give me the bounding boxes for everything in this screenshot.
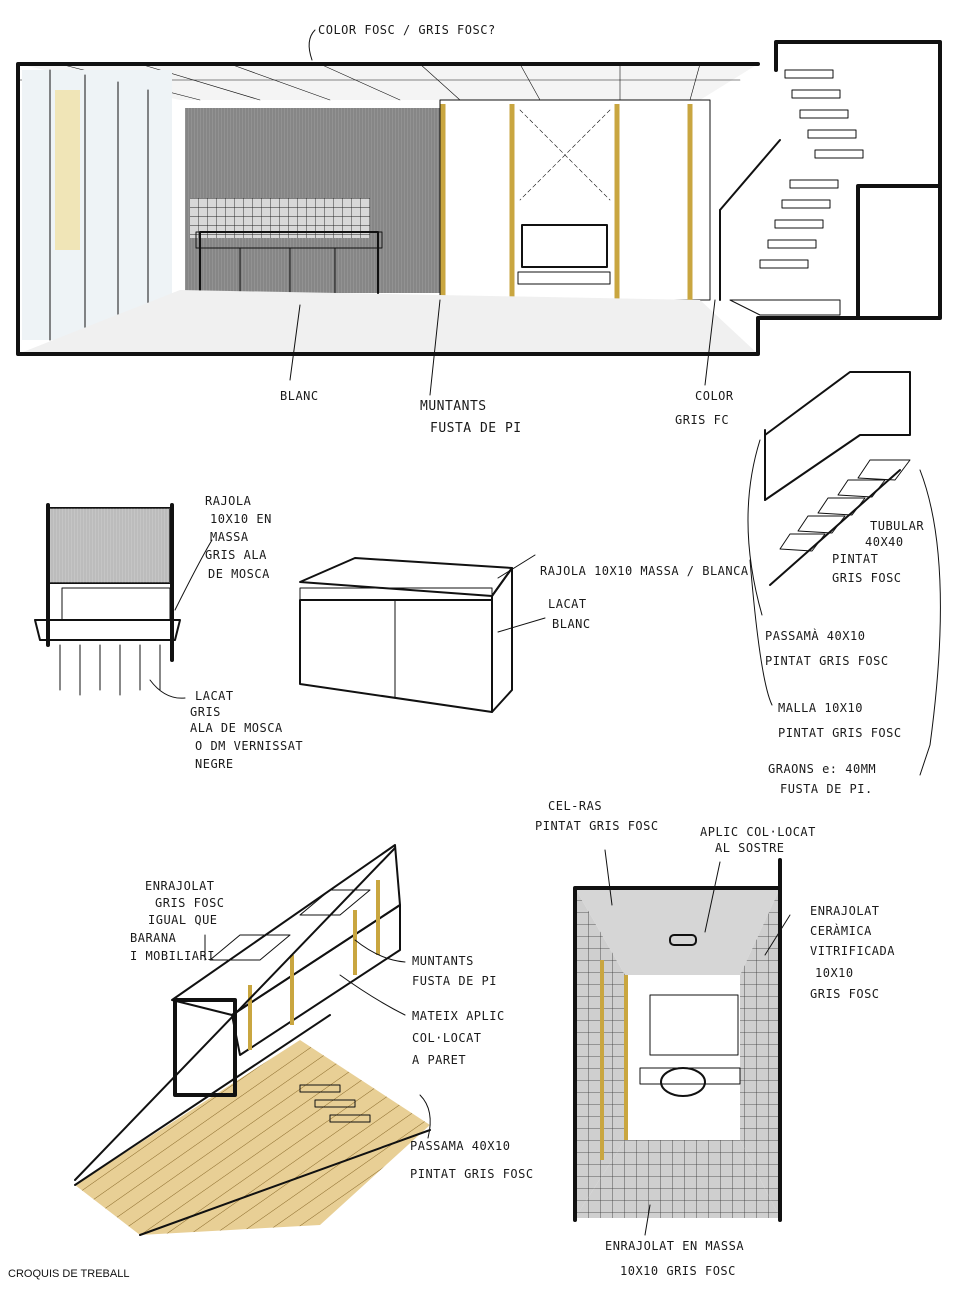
main-stair [719,42,942,316]
label-stair-graons-2: FUSTA DE PI. [780,782,873,796]
label-blanc: BLANC [280,389,319,403]
label-main-muntants-1: MUNTANTS [420,399,487,414]
label-stair-tubular-2: 40X40 [865,535,904,549]
label-kitchen-lacat-4: O DM VERNISSAT [195,739,303,753]
label-corr-enrajolat-2: GRIS FOSC [155,896,225,910]
label-bath-enrajolat-5: GRIS FOSC [810,987,880,1001]
label-ceiling-color: COLOR FOSC / GRIS FOSC? [318,23,496,37]
label-bath-floor-2: 10X10 GRIS FOSC [620,1264,736,1278]
label-corr-enrajolat-4: BARANA [130,931,177,945]
label-kitchen-lacat-2: GRIS [190,705,221,719]
stair-detail-sketch [764,371,911,586]
main-interior-sketch [16,40,942,356]
label-corr-passama-2: PINTAT GRIS FOSC [410,1167,534,1181]
label-bath-enrajolat-4: 10X10 [815,966,854,980]
corridor-sketch [74,844,431,1236]
label-corr-passama-1: PASSAMA 40X10 [410,1139,510,1153]
label-bath-floor-1: ENRAJOLAT EN MASSA [605,1239,744,1253]
label-kitchen-rajola-3: MASSA [210,530,249,544]
label-kitchen-rajola-2: 10X10 EN [210,512,272,526]
label-main-color-1: COLOR [695,389,734,403]
label-corr-enrajolat-1: ENRAJOLAT [145,879,215,893]
label-stair-graons-1: GRAONS e: 40MM [768,762,876,776]
label-corr-muntants-2: FUSTA DE PI [412,974,497,988]
label-bath-enrajolat-1: ENRAJOLAT [810,904,880,918]
label-bath-aplic-1: APLIC COL·LOCAT [700,825,816,839]
label-stair-malla-1: MALLA 10X10 [778,701,863,715]
label-kitchen-rajola-1: RAJOLA [205,494,252,508]
label-bath-aplic-2: AL SOSTRE [715,841,785,855]
label-island-lacat-2: BLANC [552,617,591,631]
label-stair-tubular-1: TUBULAR [870,519,924,533]
label-bath-enrajolat-3: VITRIFICADA [810,944,895,958]
label-kitchen-rajola-4: GRIS ALA [205,548,267,562]
label-kitchen-rajola-5: DE MOSCA [208,567,270,581]
label-stair-malla-2: PINTAT GRIS FOSC [778,726,902,740]
label-stair-tubular-3: PINTAT [832,552,878,566]
label-corr-mateix-3: A PARET [412,1053,466,1067]
label-corr-muntants-1: MUNTANTS [412,954,474,968]
bathroom-sketch [573,858,782,1222]
label-main-color-2: GRIS FC [675,413,729,427]
label-bath-celras-2: PINTAT GRIS FOSC [535,819,659,833]
label-kitchen-lacat-5: NEGRE [195,757,234,771]
label-stair-passama-2: PINTAT GRIS FOSC [765,654,889,668]
label-main-muntants-2: FUSTA DE PI [430,421,522,436]
label-island-lacat-1: LACAT [548,597,587,611]
label-bath-celras-1: CEL-RAS [548,799,602,813]
label-stair-tubular-4: GRIS FOSC [832,571,902,585]
sheet-caption: CROQUIS DE TREBALL [8,1268,130,1280]
label-corr-enrajolat-3: IGUAL QUE [148,913,218,927]
label-stair-passama-1: PASSAMÀ 40X10 [765,628,865,643]
label-corr-enrajolat-5: I MOBILIARI [130,949,215,963]
label-corr-mateix-2: COL·LOCAT [412,1031,482,1045]
kitchen-wall-sketch [34,503,181,696]
label-corr-mateix-1: MATEIX APLIC [412,1009,505,1023]
island-sketch [299,557,513,713]
label-bath-enrajolat-2: CERÀMICA [810,923,872,938]
label-island-rajola: RAJOLA 10X10 MASSA / BLANCA [540,564,749,578]
label-kitchen-lacat-1: LACAT [195,689,234,703]
label-kitchen-lacat-3: ALA DE MOSCA [190,721,283,735]
